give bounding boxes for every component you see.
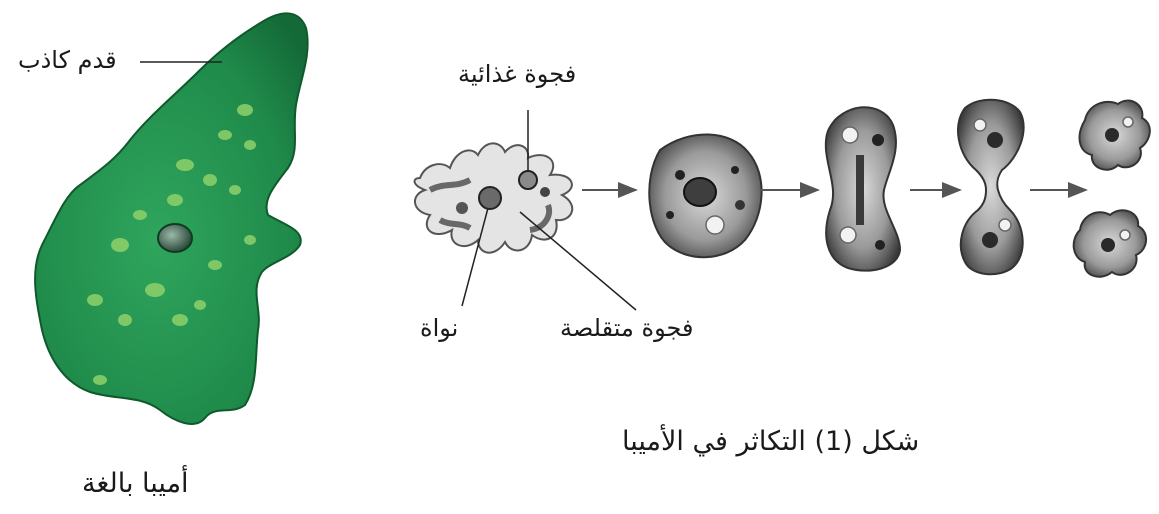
contractile-vacuole-pointer	[520, 212, 636, 310]
stage-3-cell	[826, 107, 900, 270]
label-contractile-vacuole: فجوة متقلصة	[560, 316, 693, 340]
label-nucleus: نواة	[420, 316, 458, 340]
label-food-vacuole: فجوة غذائية	[458, 62, 576, 86]
amoeba-body	[35, 13, 308, 423]
stage-5-daughter-bottom	[1074, 210, 1146, 276]
amoeba-nucleus	[158, 224, 192, 252]
stage-2-cell	[649, 134, 761, 257]
stage-5-daughter-top	[1080, 101, 1150, 170]
stage-4-cells	[958, 100, 1024, 275]
caption-adult-amoeba: أميبا بالغة	[82, 470, 189, 497]
adult-amoeba	[35, 13, 308, 423]
figure-caption: شكل (1) التكاثر في الأميبا	[622, 428, 919, 455]
label-pseudopod: قدم كاذب	[18, 48, 117, 72]
stage-1-cell	[415, 110, 636, 310]
